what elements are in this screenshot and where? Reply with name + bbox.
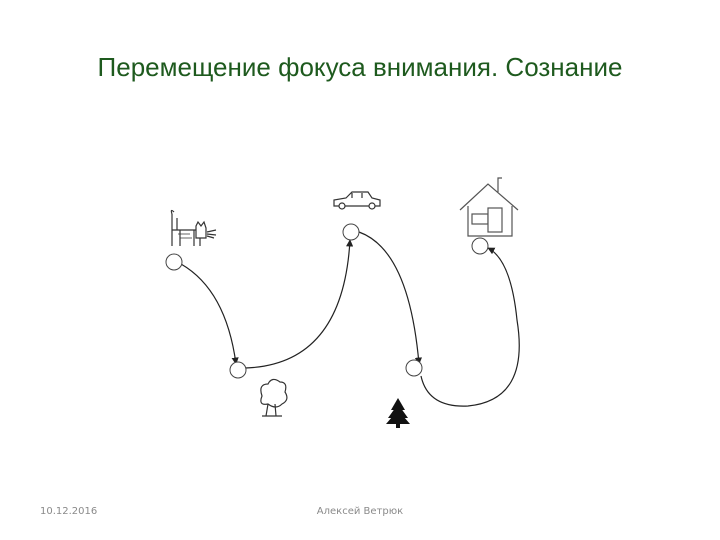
node-house <box>471 237 489 255</box>
node-fir-tree <box>405 359 423 377</box>
slide-title: Перемещение фокуса внимания. Сознание <box>97 52 623 82</box>
car-icon <box>333 191 381 210</box>
footer-author: Алексей Ветрюк <box>316 506 404 517</box>
tree-icon <box>260 378 288 417</box>
arrow-tree-to-car <box>244 239 354 369</box>
fir-tree-icon <box>386 398 410 428</box>
node-car <box>342 223 360 241</box>
node-tree <box>229 361 247 379</box>
house-icon <box>459 177 519 237</box>
footer-date: 10.12.2016 <box>40 506 98 517</box>
node-cat <box>165 253 183 271</box>
arrow-car-to-firtree <box>358 231 423 365</box>
arrow-cat-to-tree <box>180 263 239 365</box>
cat-icon <box>170 209 217 246</box>
arrow-firtree-to-house <box>420 247 520 407</box>
